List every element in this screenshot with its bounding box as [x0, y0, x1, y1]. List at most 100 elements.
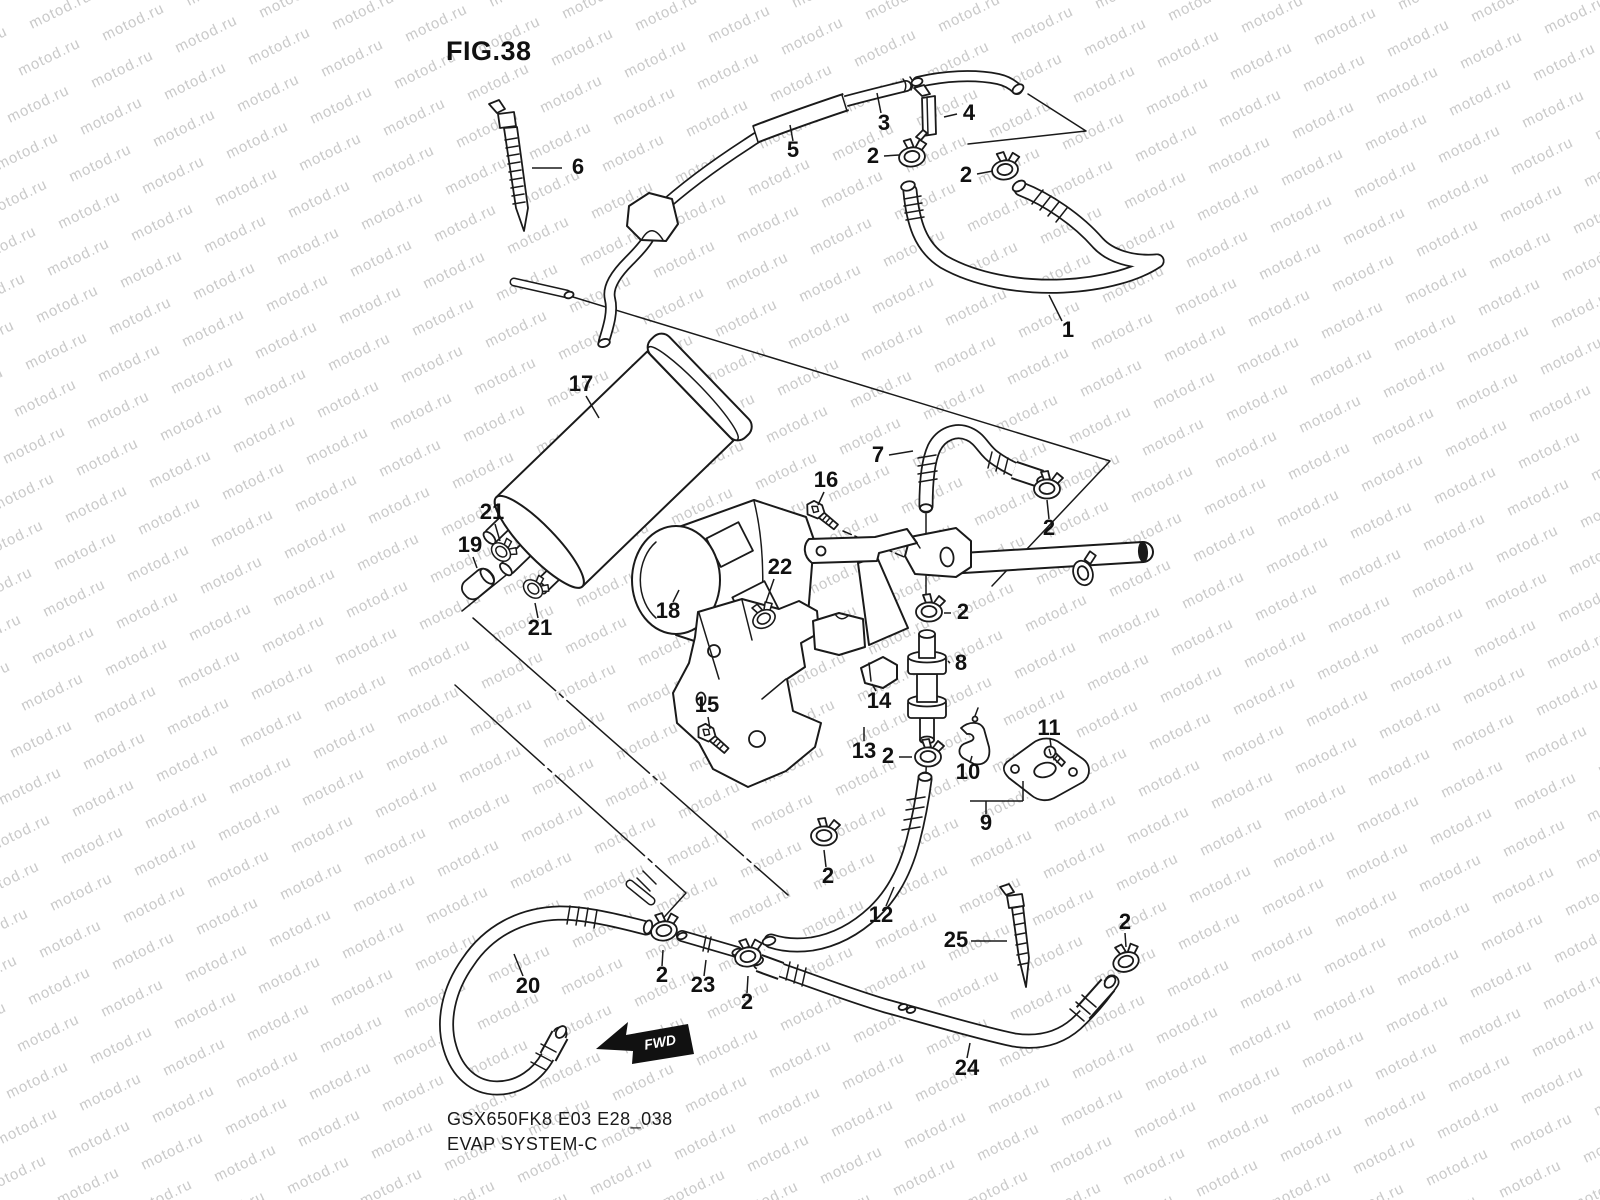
part-number-label: 2: [867, 143, 879, 168]
watermark-text: motod.ru: [587, 1154, 655, 1199]
watermark-text: motod.ru: [1493, 522, 1561, 567]
watermark-text: motod.ru: [460, 401, 528, 446]
watermark-text: motod.ru: [1197, 815, 1265, 860]
watermark-text: motod.ru: [15, 35, 83, 80]
watermark-text: motod.ru: [88, 47, 156, 92]
rail-ring-bracket: [1072, 550, 1097, 587]
watermark-text: motod.ru: [609, 1060, 677, 1105]
watermark-text: motod.ru: [1226, 1015, 1294, 1060]
watermark-text: motod.ru: [974, 1120, 1042, 1165]
watermark-text: motod.ru: [160, 1035, 228, 1080]
watermark-text: motod.ru: [69, 776, 137, 821]
watermark-text: motod.ru: [1040, 838, 1108, 883]
watermark-text: motod.ru: [1230, 674, 1298, 719]
watermark-text: motod.ru: [1124, 803, 1192, 848]
watermark-text: motod.ru: [1569, 1169, 1600, 1200]
watermark-text: motod.ru: [632, 0, 700, 35]
watermark-text: motod.ru: [507, 848, 575, 893]
watermark-text: motod.ru: [66, 141, 134, 186]
watermark-text: motod.ru: [920, 379, 988, 424]
watermark-text: motod.ru: [0, 611, 24, 656]
watermark-text: motod.ru: [80, 729, 148, 774]
watermark-text: motod.ru: [971, 485, 1039, 530]
watermark-text: motod.ru: [942, 285, 1010, 330]
watermark-text: motod.ru: [1343, 839, 1411, 884]
watermark-text: motod.ru: [11, 376, 79, 421]
watermark-text: motod.ru: [1143, 74, 1211, 119]
watermark-text: motod.ru: [934, 967, 1002, 1012]
watermark-text: motod.ru: [0, 764, 64, 809]
watermark-text: motod.ru: [204, 847, 272, 892]
watermark-text: motod.ru: [839, 1049, 907, 1094]
watermark-text: motod.ru: [1431, 463, 1499, 508]
watermark-text: motod.ru: [1486, 228, 1554, 273]
watermark-text: motod.ru: [1405, 898, 1473, 943]
watermark-text: motod.ru: [1424, 169, 1492, 214]
watermark-text: motod.ru: [223, 118, 291, 163]
watermark-text: motod.ru: [0, 905, 31, 950]
watermark-text: motod.ru: [1135, 756, 1203, 801]
watermark-text: motod.ru: [139, 153, 207, 198]
watermark-text: motod.ru: [785, 308, 853, 353]
watermark-text: motod.ru: [0, 952, 20, 997]
part-number-label: 11: [1037, 715, 1060, 740]
watermark-text: motod.ru: [745, 155, 813, 200]
watermark-text: motod.ru: [4, 82, 72, 127]
watermark-text: motod.ru: [120, 882, 188, 927]
watermark-text: motod.ru: [1332, 886, 1400, 931]
watermark-text: motod.ru: [504, 213, 572, 258]
watermark-text: motod.ru: [91, 682, 159, 727]
watermark-text: motod.ru: [621, 37, 689, 82]
watermark-text: motod.ru: [733, 1178, 801, 1200]
watermark-text: motod.ru: [1022, 591, 1090, 636]
watermark-text: motod.ru: [343, 577, 411, 622]
watermark-text: motod.ru: [295, 1106, 363, 1151]
part-number-label: 9: [980, 810, 992, 835]
watermark-text: motod.ru: [818, 167, 886, 212]
watermark-text: motod.ru: [245, 24, 313, 69]
watermark-text: motod.ru: [1314, 639, 1382, 684]
part-number-label: 2: [741, 989, 753, 1014]
watermark-text: motod.ru: [0, 423, 68, 468]
watermark-text: motod.ru: [1519, 87, 1587, 132]
watermark-text: motod.ru: [1383, 992, 1451, 1037]
watermark-text: motod.ru: [1175, 909, 1243, 954]
watermark-text: motod.ru: [263, 271, 331, 316]
watermark-text: motod.ru: [256, 0, 324, 22]
watermark-text: motod.ru: [0, 223, 39, 268]
watermark-text: motod.ru: [175, 647, 243, 692]
watermark-text: motod.ru: [376, 436, 444, 481]
watermark-text: motod.ru: [796, 261, 864, 306]
watermark-text: motod.ru: [77, 94, 145, 139]
watermark-text: motod.ru: [1036, 1179, 1104, 1200]
part-number-label: 5: [787, 137, 799, 162]
part-number-label: 2: [882, 743, 894, 768]
watermark-text: motod.ru: [1336, 545, 1404, 590]
leader-line: [746, 975, 749, 994]
watermark-text: motod.ru: [1066, 403, 1134, 448]
watermark-text: motod.ru: [931, 332, 999, 377]
watermark-text: motod.ru: [0, 999, 9, 1044]
watermark-text: motod.ru: [434, 836, 502, 881]
watermark-text: motod.ru: [1577, 487, 1600, 532]
watermark-text: motod.ru: [153, 741, 221, 786]
watermark-text: motod.ru: [1515, 428, 1583, 473]
watermark-text: motod.ru: [1270, 827, 1338, 872]
watermark-text: motod.ru: [650, 237, 718, 282]
part-number-label: 21: [480, 499, 504, 524]
watermark-text: motod.ru: [215, 800, 283, 845]
watermark-text: motod.ru: [1387, 651, 1455, 696]
watermark-text: motod.ru: [1047, 1132, 1115, 1177]
leader-line: [765, 578, 775, 603]
watermark-text: motod.ru: [806, 1190, 874, 1200]
watermark-text: motod.ru: [1351, 157, 1419, 202]
watermark-text: motod.ru: [1339, 1180, 1407, 1200]
watermark-text: motod.ru: [1131, 1097, 1199, 1142]
watermark-text: motod.ru: [1172, 274, 1240, 319]
watermark-text: motod.ru: [1347, 498, 1415, 543]
watermark-text: motod.ru: [1157, 662, 1225, 707]
watermark-text: motod.ru: [182, 941, 250, 986]
leader-line: [585, 395, 600, 419]
watermark-text: motod.ru: [1453, 369, 1521, 414]
part-number-label: 18: [656, 598, 680, 623]
